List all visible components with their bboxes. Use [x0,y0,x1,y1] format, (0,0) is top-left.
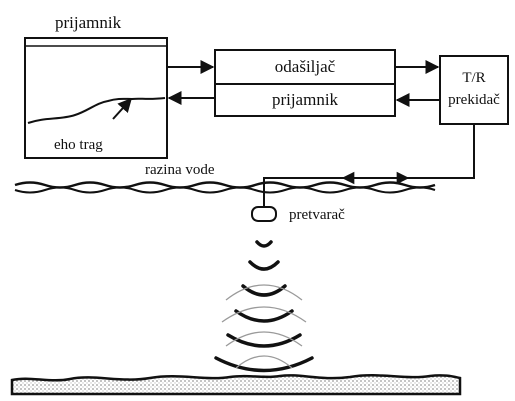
tr-switch-label-line2: prekidač [448,92,500,108]
pulse-6 [214,356,314,373]
water-line-lower [14,186,436,194]
transducer: pretvarač [251,206,345,223]
tr-switch-label-line1: T/R [462,70,485,86]
pulse-1 [255,240,273,248]
display-title: prijamnik [55,13,122,32]
tr-switch: T/R prekidač [439,55,509,125]
echo-trace-label: eho trag [54,137,103,153]
echo-trace-curve [27,97,166,124]
transducer-icon [251,206,277,222]
echo-wave-2 [221,306,307,323]
water-line-upper [14,181,436,189]
seabed-fill [10,374,462,396]
transducer-label: pretvarač [289,207,345,223]
pulse-5 [226,333,302,348]
echo-trace-arrow [112,97,132,120]
transceiver-block: odašiljač prijamnik [214,49,396,117]
receiver-box [214,83,396,117]
switch-to-transducer-cable [263,124,475,207]
water-level-label: razina vode [145,162,215,178]
echo-wave-1 [225,284,303,301]
tr-switch-box [439,55,509,125]
pulse-2 [248,260,280,271]
pulse-4 [234,309,294,323]
echo-wave-3 [225,331,303,347]
transmitter-label: odašiljač [275,57,336,76]
echo-wave-4 [235,355,293,369]
water-surface: razina vode [14,162,436,194]
sound-pulses [214,240,314,373]
receiver-label: prijamnik [272,90,339,109]
receiver-display: prijamnik eho trag [24,13,168,159]
seabed [10,374,462,396]
